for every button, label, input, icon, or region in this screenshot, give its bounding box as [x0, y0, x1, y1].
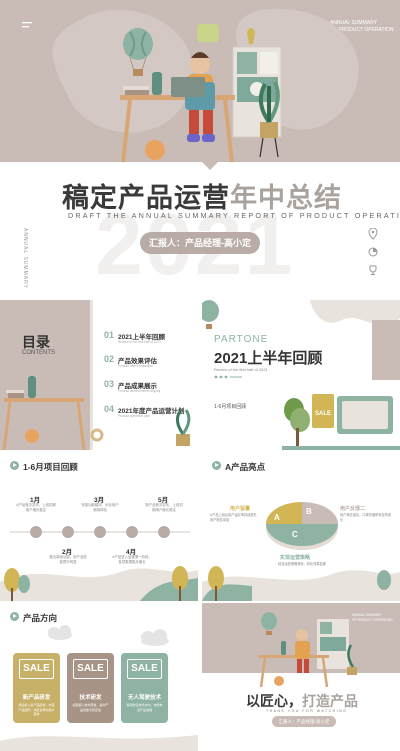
cover-bottom-background	[0, 162, 400, 296]
timeline-marker-1	[30, 526, 42, 538]
highlight-title: 用户留量	[230, 506, 251, 512]
location-icon	[368, 228, 378, 240]
closing-subtitle-en: THANK YOU FOR WATCHING	[266, 709, 348, 713]
timeline-heading: 1-6月项目回顾	[23, 462, 78, 472]
direction-card[interactable]: SALE 新产品研发 持续投入新产品研发，丰富产品矩阵，满足多样化用户需求	[13, 653, 60, 723]
balloon-icon	[202, 300, 219, 329]
timeline-month: 4月	[126, 549, 137, 556]
direction-card[interactable]: SALE 无人驾驶技术 探索前沿技术方向，布局未来产品发展	[121, 653, 168, 723]
hot-air-balloon-icon	[123, 28, 153, 76]
contents-plant-icon	[176, 409, 191, 446]
timeline-desc: 完善功能模块，优化用户使用体验	[81, 503, 119, 512]
toc-item-sub: Review of the first half of 2021	[118, 340, 161, 344]
highlight-title: 实现运营策略	[280, 555, 311, 561]
highlights-heading: A产品亮点	[225, 462, 266, 472]
part-one-illustration	[282, 394, 400, 450]
toc-number: 02	[104, 354, 115, 364]
contents-title: 目录	[22, 334, 50, 350]
closing-slide: ANNUAL SUMMARY OF PRODUCT OPERATION 以匠心，…	[202, 603, 400, 751]
segment-label: C	[292, 530, 298, 539]
toc-number: 01	[104, 330, 115, 340]
highlight-desc: 精准运营策略落地，转化效果显著	[278, 562, 326, 566]
cover-title: 稿定产品运营年中总结	[62, 183, 342, 213]
timeline-drawing	[0, 531, 198, 601]
part-subtitle-en: Review of the first half of 2021	[214, 367, 268, 372]
dot-divider	[214, 375, 242, 379]
timeline-marker-4	[126, 526, 138, 538]
card-title: 技术研发	[79, 695, 102, 701]
highlight-desc: 用户满意度高，口碑传播带来自然增长	[340, 513, 391, 522]
timeline-month: 5月	[158, 497, 169, 504]
closing-illustration	[259, 612, 357, 687]
part-title: 2021上半年回顾	[214, 350, 323, 367]
contents-desk-illustration	[2, 376, 86, 450]
direction-ground	[0, 735, 198, 751]
desk-illustration	[120, 24, 282, 162]
cover-slide: ANNUAL SUMMARY OF PRODUCT OPERATION	[0, 0, 400, 296]
timeline-marker-5	[158, 526, 170, 538]
closing-reporter-pill: 汇报人：产品经理-高小定	[272, 716, 336, 727]
part-label: PARTONE	[214, 334, 269, 345]
timeline-month: 1月	[30, 497, 41, 504]
toc-number: 04	[104, 404, 115, 414]
sale-tag: SALE	[73, 659, 108, 679]
part-section-label: 1-6月项目回顾	[214, 404, 247, 410]
timeline-month: 2月	[62, 549, 73, 556]
cover-pointer	[201, 161, 219, 170]
menu-icon	[22, 22, 32, 28]
segment-label: B	[306, 507, 312, 516]
direction-heading: 产品方向	[23, 613, 58, 623]
timeline-marker-3	[94, 526, 106, 538]
toc-item-sub: Product effect evaluation	[118, 364, 154, 368]
play-icon	[10, 612, 19, 621]
card-desc: 持续投入新产品研发，丰富产品矩阵，满足多样化用户需求	[18, 703, 55, 716]
contents-slide: 目录 CONTENTS 01 2021上半年回顾 Review of the f…	[0, 300, 198, 450]
timeline-desc: 推出新版功能，用户活跃度提升明显	[49, 555, 87, 564]
contents-title-en: CONTENTS	[22, 350, 55, 356]
timeline-desc: A产品首次发布，上线初期用户增长稳定	[16, 503, 56, 512]
toc-item-title[interactable]: 2021年度产品运营计划	[118, 408, 185, 415]
highlight-desc: A产品上线后用户留存率持续提升，用户黏性增强	[210, 513, 260, 522]
sale-sign: SALE	[315, 411, 332, 417]
card-desc: 加强核心技术研发，提升产品性能与稳定性	[72, 703, 109, 712]
timeline-marker-2	[62, 526, 74, 538]
direction-clouds	[48, 625, 169, 646]
direction-slide: 产品方向 SALE 新产品研发 持续投入新产品研发，丰富产品矩阵，满足多样化用户…	[0, 603, 198, 751]
contents-card: 01 2021上半年回顾 Review of the first half of…	[90, 300, 198, 450]
toc-item-title[interactable]: 产品效果评估	[118, 358, 157, 365]
sale-tag: SALE	[19, 659, 54, 679]
timeline-desc: A产品进入运营第一阶段，各项数据稳步增长	[112, 555, 152, 564]
toc-item-title[interactable]: 产品成果展示	[118, 383, 157, 390]
reporter-pill: 汇报人：产品经理-高小定	[140, 232, 260, 254]
timeline-slide: 1-6月项目回顾 1月 A产品首次发布，上线初期用户增长稳定 2月 推出新版功能…	[0, 452, 198, 601]
card-title: 新产品研发	[22, 695, 51, 701]
direction-card[interactable]: SALE 技术研发 加强核心技术研发，提升产品性能与稳定性	[67, 653, 114, 723]
card-desc: 探索前沿技术方向，布局未来产品发展	[126, 703, 163, 712]
donut-decoration-icon	[90, 428, 104, 442]
toc-number: 03	[104, 379, 115, 389]
cover-subtitle-en: DRAFT THE ANNUAL SUMMARY REPORT OF PRODU…	[68, 211, 400, 220]
timeline-month: 3月	[94, 497, 105, 504]
highlights-drawing	[202, 502, 400, 601]
sale-tag: SALE	[127, 659, 162, 679]
highlight-title: 用户反馈二	[340, 506, 366, 512]
highlights-slide: A产品亮点 A B C 用户留量 A产品上线后用户留存率持续提升，用户黏性增强 …	[202, 452, 400, 601]
play-icon	[10, 461, 19, 470]
cover-corner-en: ANNUAL SUMMARY OF PRODUCT OPERATION	[330, 20, 394, 33]
toc-item-title[interactable]: 2021上半年回顾	[118, 334, 165, 341]
play-icon	[212, 461, 221, 470]
part-one-slide: PARTONE 2021上半年回顾 Review of the first ha…	[202, 300, 400, 450]
closing-corner-en: ANNUAL SUMMARY OF PRODUCT OPERATION	[352, 613, 393, 622]
toc-item-sub: Product achievements display	[118, 389, 161, 393]
toc-item-sub: Product operation plan	[118, 414, 151, 418]
cover-vertical-text: ANNUAL SUMMARY	[22, 228, 28, 289]
part-one-background	[310, 300, 400, 380]
trophy-icon	[369, 265, 377, 275]
segment-label: A	[274, 513, 280, 522]
contents-card-edge	[90, 300, 93, 450]
pie-chart-icon	[368, 247, 378, 257]
timeline-desc: 新产品首次发布，上线初期用户增长稳定	[145, 503, 183, 512]
closing-title: 以匠心，打造产品	[246, 693, 358, 709]
card-title: 无人驾驶技术	[127, 695, 161, 701]
